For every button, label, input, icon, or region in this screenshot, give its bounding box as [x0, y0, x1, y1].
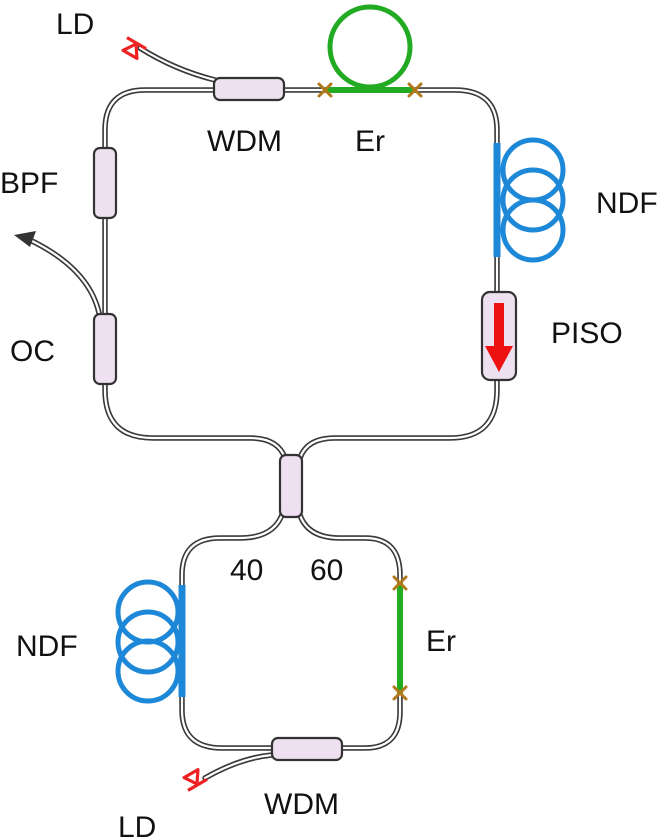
fiber-network: [27, 45, 500, 781]
label-piso: PISO: [551, 317, 623, 350]
oc-component: [92, 312, 118, 386]
wdm-bottom-component: [270, 736, 344, 762]
isolator-arrow-icon: [485, 303, 513, 372]
label-er-bottom: Er: [426, 625, 456, 658]
label-ld-top: LD: [56, 8, 94, 41]
wdm-top-component: [212, 76, 286, 102]
laser-diode-bottom-icon: [182, 768, 208, 792]
ndf-top-coil-icon: [493, 137, 566, 263]
label-ndf-top: NDF: [596, 187, 658, 220]
laser-diode-top-icon: [121, 36, 147, 60]
fiber-output-tap: [27, 237, 103, 321]
label-wdm-top: WDM: [207, 125, 282, 158]
fiber-bottom-ring: [179, 509, 403, 751]
splice-mark-icon: [317, 82, 423, 98]
fiber-ld-top-lead: [137, 45, 218, 83]
label-ndf-bottom: NDF: [16, 630, 78, 663]
fiber-ld-bottom-lead: [202, 752, 275, 781]
label-ld-bottom: LD: [118, 811, 156, 840]
coupler-component: [278, 453, 304, 519]
splice-mark-icon: [392, 575, 408, 701]
output-arrow-icon: [14, 231, 36, 247]
fiber-top-ring: [102, 87, 500, 461]
erbium-fiber-top: [325, 4, 415, 93]
bpf-component: [92, 146, 118, 220]
label-split-left: 40: [230, 554, 263, 587]
label-er-top: Er: [355, 125, 385, 158]
label-oc: OC: [10, 335, 55, 368]
label-split-right: 60: [310, 554, 343, 587]
label-wdm-bottom: WDM: [264, 788, 339, 821]
label-bpf: BPF: [0, 167, 58, 200]
ndf-bottom-coil-icon: [115, 579, 186, 704]
